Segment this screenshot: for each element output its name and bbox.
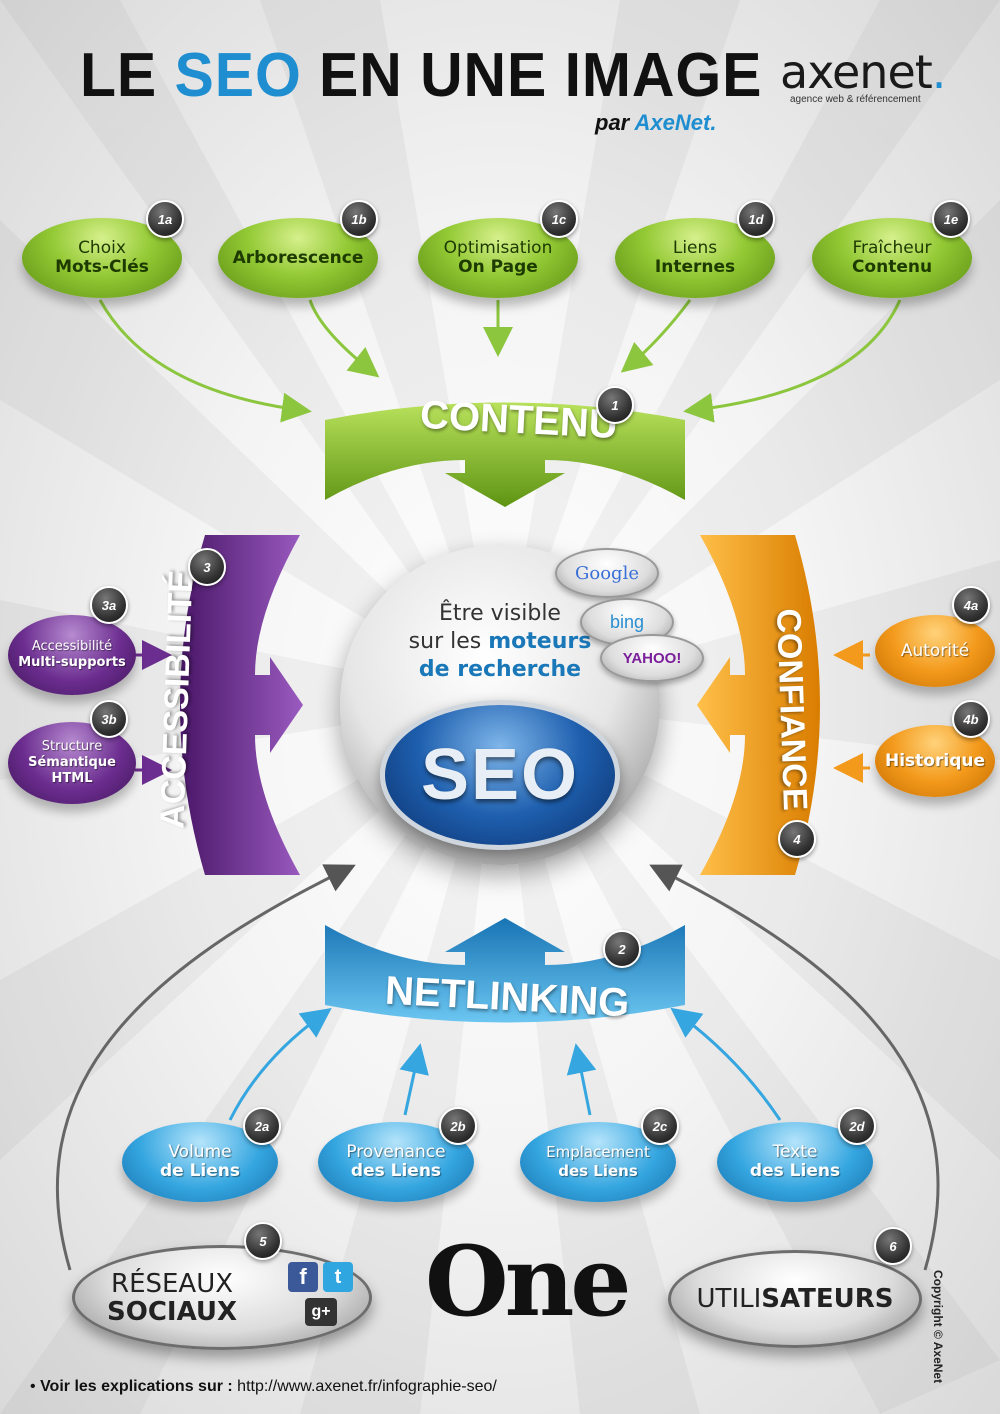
badge-4b: 4b [952,700,990,738]
netlinking-badge: 2 [603,930,641,968]
confiance-band [697,535,820,875]
arrow-users [649,864,940,1271]
netlinking-band [325,918,685,1023]
badge-3a: 3a [90,586,128,624]
badge-5: 5 [244,1222,282,1260]
badge-2d: 2d [838,1107,876,1145]
one-logo: One [425,1225,631,1338]
accessibilite-badge: 3 [188,548,226,586]
arrow-2a [228,1007,332,1121]
copyright-note: Copyright © AxeNet [931,1270,945,1384]
social-icons: f t g+ [288,1262,358,1332]
arrow-2d [670,1007,782,1121]
confiance-badge: 4 [778,820,816,858]
title-seo-word: SEO [174,41,302,110]
arrow-social [55,864,356,1271]
arrow-2c [566,1043,597,1116]
logo-tagline: agence web & référencement [790,94,921,105]
badge-1b: 1b [340,200,378,238]
google-engine-badge: Google [555,548,659,598]
confiance-label: CONFIANCE [769,607,815,812]
badge-1d: 1d [737,200,775,238]
explanation-link[interactable]: http://www.axenet.fr/infographie-seo/ [237,1378,497,1395]
arrow-1d [620,299,692,373]
badge-2b: 2b [439,1107,477,1145]
byline: par AxeNet. [595,110,717,135]
footer-note: • Voir les explications sur : http://www… [30,1378,497,1395]
badge-1c: 1c [540,200,578,238]
accessibilite-band [180,535,303,875]
badge-6: 6 [874,1227,912,1265]
badge-2c: 2c [641,1107,679,1145]
google-plus-icon: g+ [305,1298,337,1326]
badge-2a: 2a [243,1107,281,1145]
yahoo-engine-badge: YAHOO! [600,634,704,682]
arrow-1a [98,299,312,423]
arrow-1b [308,299,380,378]
pill-utilisateurs: UTILISATEURS [668,1250,922,1348]
badge-3b: 3b [90,700,128,738]
seo-disc: SEO [380,700,620,850]
pill-autorite: Autorité [875,615,995,687]
twitter-icon: t [323,1262,353,1292]
center-message: Être visible sur les moteurs de recherch… [408,601,592,682]
facebook-icon: f [288,1262,318,1292]
badge-1a: 1a [146,200,184,238]
arrow-2b [399,1043,429,1116]
page-title: LE SEO EN UNE IMAGE [80,41,763,110]
contenu-badge: 1 [596,386,634,424]
axenet-logo: axenet. [780,45,946,99]
contenu-band [325,402,685,507]
badge-1e: 1e [932,200,970,238]
badge-4a: 4a [952,586,990,624]
arrow-1e [683,299,902,423]
